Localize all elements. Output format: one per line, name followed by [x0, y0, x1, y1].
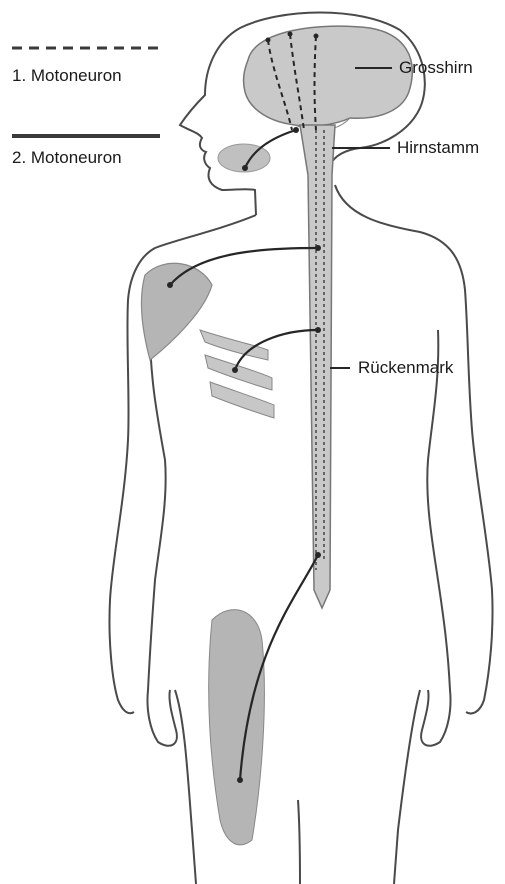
label-cerebrum: Grosshirn: [399, 58, 473, 78]
intercostal-muscles: [200, 330, 274, 418]
leg-muscle: [209, 610, 265, 845]
legend-label-upper-motor-neuron: 1. Motoneuron: [12, 66, 122, 86]
label-brainstem: Hirnstamm: [397, 138, 479, 158]
legend-label-lower-motor-neuron: 2. Motoneuron: [12, 148, 122, 168]
label-spinal-cord: Rückenmark: [358, 358, 453, 378]
spinal-cord: [300, 125, 335, 608]
